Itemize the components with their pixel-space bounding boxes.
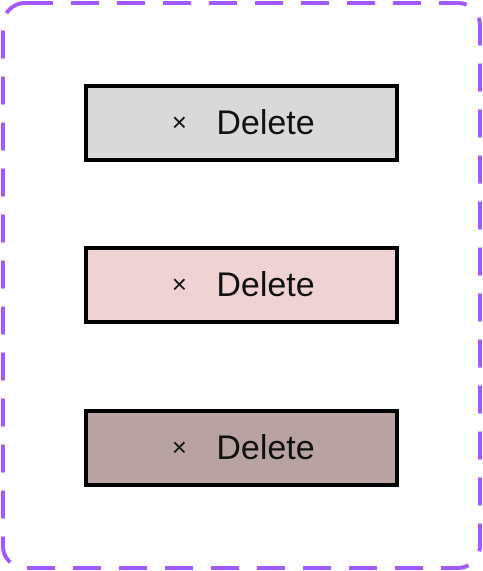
delete-button-label: Delete: [216, 266, 315, 304]
close-icon: ×: [171, 107, 187, 137]
delete-button-hover[interactable]: × Delete: [84, 246, 399, 324]
delete-button-label: Delete: [216, 104, 315, 142]
close-icon: ×: [171, 432, 187, 462]
close-icon: ×: [171, 269, 187, 299]
delete-button-label: Delete: [216, 429, 315, 467]
delete-button-pressed[interactable]: × Delete: [84, 409, 399, 487]
delete-button-default[interactable]: × Delete: [84, 84, 399, 162]
